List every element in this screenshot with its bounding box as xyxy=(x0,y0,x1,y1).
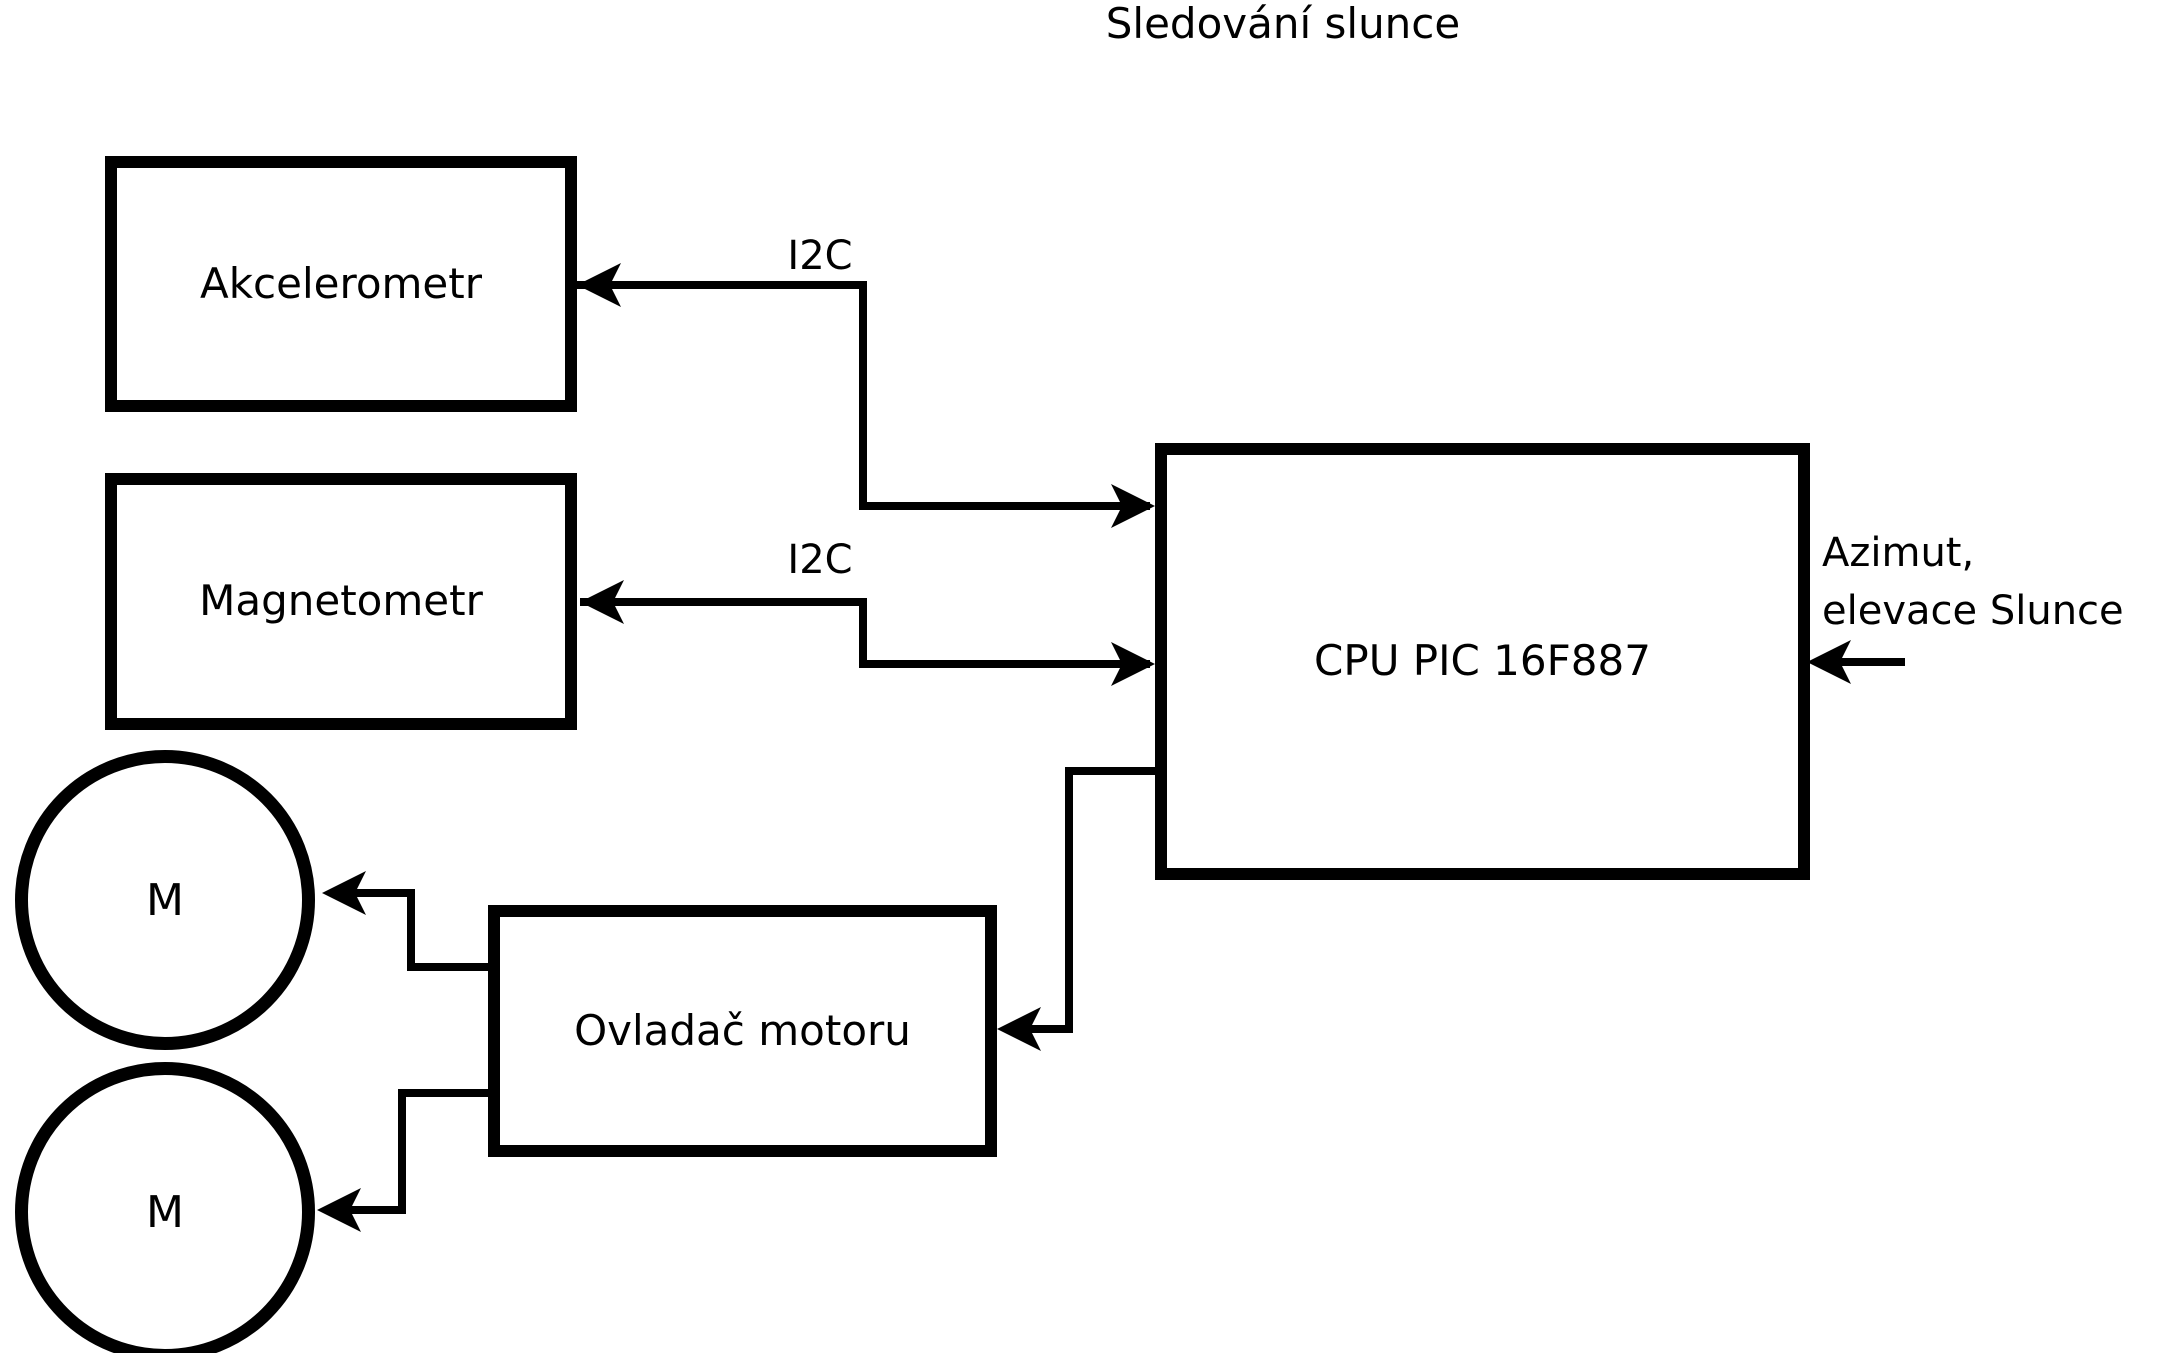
arrowhead-into-motor1 xyxy=(322,871,366,915)
edge-ovladac-to-motor1-line xyxy=(330,889,488,971)
edge-label-i2c-akcelerometr: I2C xyxy=(787,233,853,279)
arrowhead-azimut-into-cpu xyxy=(1807,640,1851,684)
arrowhead-i2c1-into-cpu xyxy=(1111,484,1155,528)
azimut-label-line2: elevace Slunce xyxy=(1822,588,2124,634)
node-motor-2: M xyxy=(15,1062,315,1353)
node-motor-1: M xyxy=(15,750,315,1050)
edge-label-i2c-magnetometr: I2C xyxy=(787,537,853,583)
azimut-label-line1: Azimut, xyxy=(1822,530,1975,576)
node-akcelerometr-label: Akcelerometr xyxy=(199,258,483,308)
node-akcelerometr: Akcelerometr xyxy=(105,156,577,412)
edge-cpu-to-ovladac-line xyxy=(1005,767,1155,1033)
edge-i2c-magnetometr-line xyxy=(580,598,1150,668)
arrowhead-into-motor2 xyxy=(317,1188,361,1232)
node-motor-2-label: M xyxy=(146,1186,184,1238)
node-magnetometr: Magnetometr xyxy=(105,473,577,730)
edge-i2c-akcelerometr-line xyxy=(577,281,1150,510)
arrowhead-i2c2-into-cpu xyxy=(1111,642,1155,686)
node-motor-driver: Ovladač motoru xyxy=(488,905,997,1157)
diagram-title: Sledování slunce xyxy=(1105,0,1461,48)
arrowhead-into-magnetometr xyxy=(580,580,624,624)
node-cpu: CPU PIC 16F887 xyxy=(1155,443,1810,880)
arrowhead-into-akcelerometr xyxy=(577,263,621,307)
arrowhead-into-ovladac xyxy=(997,1007,1041,1051)
edge-ovladac-to-motor2-line xyxy=(325,1089,488,1214)
node-magnetometr-label: Magnetometr xyxy=(199,576,483,626)
node-cpu-label: CPU PIC 16F887 xyxy=(1314,636,1651,686)
node-motor-1-label: M xyxy=(146,874,184,926)
edge-label-azimut-input: Azimut, elevace Slunce xyxy=(1822,524,2124,640)
node-motor-driver-label: Ovladač motoru xyxy=(574,1005,911,1055)
